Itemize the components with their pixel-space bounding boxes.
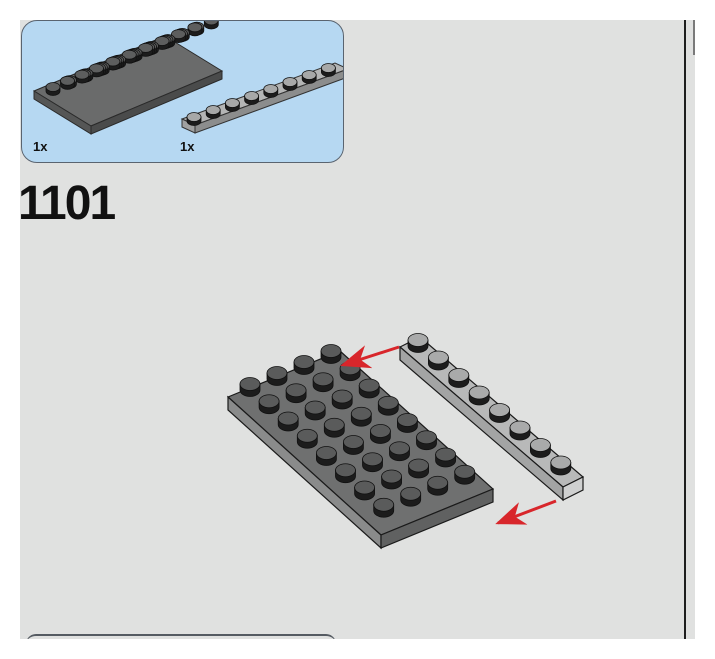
assembly-diagram xyxy=(226,333,585,550)
step-number: 1101 xyxy=(20,177,116,230)
part-quantity: 1x xyxy=(180,139,195,154)
parts-callout: 1x 1x xyxy=(21,20,344,163)
plate-1x8-icon xyxy=(180,62,343,134)
plate-1x8-icon xyxy=(398,333,585,502)
part-quantity: 1x xyxy=(33,139,48,154)
next-parts-callout-edge xyxy=(26,634,336,639)
parts-illustration xyxy=(32,21,343,135)
arrow-icon xyxy=(495,499,557,525)
plate-4x8-icon xyxy=(32,21,224,135)
instruction-page: 1x 1x 1101 xyxy=(20,20,695,639)
page-divider xyxy=(684,20,686,639)
next-page-edge xyxy=(693,20,695,55)
plate-4x8-icon xyxy=(226,344,495,550)
arrow-icon xyxy=(340,345,400,369)
